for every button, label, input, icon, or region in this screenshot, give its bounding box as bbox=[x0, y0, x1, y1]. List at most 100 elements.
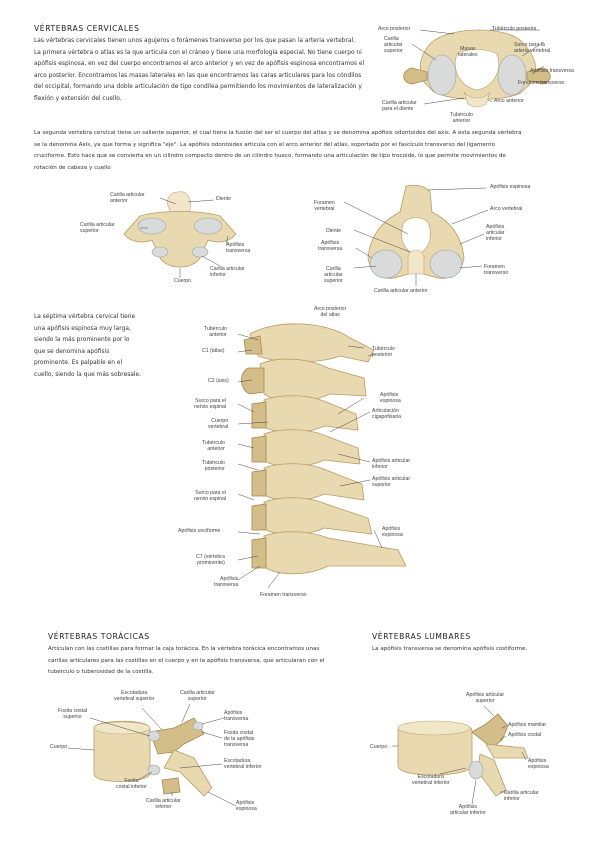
text-line: La apófisis transversa se denomina apófi… bbox=[372, 646, 528, 652]
cervical-paragraph-2: La segunda vertebra cervical tiene un sa… bbox=[34, 128, 579, 174]
text-line: arco posterior. Encontramos las masas la… bbox=[34, 72, 362, 79]
text-line: que se denomina apófisis bbox=[34, 348, 110, 355]
axis-posterior-figure: Apófisis espinosa Foramen vertebral Arco… bbox=[312, 182, 542, 300]
label-apofisis-transversa: Apófisis transversa bbox=[318, 240, 343, 252]
cervical-spine-illustration bbox=[237, 323, 407, 589]
label-carilla-articular-superior: Carilla articular superior bbox=[324, 266, 343, 284]
label-masas-laterales: Masas laterales bbox=[458, 46, 478, 58]
label-escotadura-inferior: Escotadura vertebral inferior bbox=[412, 774, 450, 786]
label-apofisis-mamilar: Apófisis mamilar bbox=[508, 722, 547, 728]
label-fosita-costal-apofisis: Fosita costal de la apófisis transversa bbox=[224, 730, 255, 748]
text-line: carillas articulares para las costillas … bbox=[48, 657, 325, 664]
text-line: una apófisis espinosa muy larga, bbox=[34, 325, 131, 332]
label-apofisis-espinosa: Apófisis espinosa bbox=[380, 392, 401, 404]
label-tuberculo-posterior: Tubérculo posterior bbox=[492, 26, 537, 32]
label-apofisis-espinosa: Apófisis espinosa bbox=[236, 800, 257, 812]
label-apofisis-articular-inferior: Apófisis articular inferior bbox=[450, 804, 486, 816]
label-tuberculo-anterior-2: Tubérculo anterior bbox=[202, 440, 225, 452]
label-apofisis-transversa: Apófisis transversa bbox=[226, 242, 251, 254]
thoracic-paragraph: Articulan con las costillas para formar … bbox=[48, 644, 368, 679]
label-apofisis-articular-inferior: Apófisis articular inferior bbox=[486, 224, 505, 242]
atlas-figure: Arco posterior Tubérculo posterior Caril… bbox=[372, 20, 587, 130]
thoracic-figure: Escotadura vertebral superior Carilla ar… bbox=[50, 688, 284, 816]
text-line: prominente. Es palpable en el bbox=[34, 360, 123, 366]
label-carilla-superior: Carilla articular superior bbox=[80, 222, 115, 234]
label-articulacion-cigapofisaria: Articulación cigapofisaria bbox=[372, 408, 402, 420]
lumbar-paragraph: La apófisis transversa se denomina apófi… bbox=[372, 644, 582, 656]
label-apofisis-espinosa: Apófisis espinosa bbox=[490, 184, 531, 190]
label-tuberculo-anterior: Tubérculo anterior bbox=[450, 112, 473, 124]
thoracic-heading: VÉRTEBRAS TORÁCICAS bbox=[48, 632, 150, 641]
label-carilla-inferior: Carilla articular inferior bbox=[210, 266, 245, 278]
cervical-heading: VÉRTEBRAS CERVICALES bbox=[34, 24, 140, 33]
label-cuerpo: Cuerpo bbox=[174, 278, 192, 284]
label-carilla-diente: Carilla articular para el diente bbox=[382, 100, 417, 112]
axis-anterior-illustration bbox=[123, 191, 237, 278]
label-surco-nervio-1: Surco para el nervio espinal bbox=[194, 398, 227, 410]
text-line: siendo la más prominente por lo bbox=[34, 337, 130, 343]
label-tuberculo-anterior-1: Tubérculo anterior bbox=[204, 326, 227, 338]
label-arco-vertebral: Arco vertebral bbox=[490, 206, 523, 212]
text-line: Las vértebras cervicales tienen unos agu… bbox=[34, 38, 356, 44]
text-line: tubérculo o tuberosidad de la costilla. bbox=[48, 669, 154, 675]
label-diente: Diente bbox=[216, 196, 231, 202]
label-apofisis-espinosa-2: Apófisis espinosa bbox=[382, 526, 403, 538]
label-apofisis-espinosa: Apófisis espinosa bbox=[528, 758, 549, 770]
text-line: Articulan con las costillas para formar … bbox=[48, 646, 320, 652]
lumbar-heading: VÉRTEBRAS LUMBARES bbox=[372, 632, 471, 641]
label-c2: C2 (axis) bbox=[208, 378, 229, 384]
label-fosita-costal-inferior: Fosita costal inferior bbox=[116, 778, 147, 790]
label-escotadura-inferior: Escotadura vertebral inferior bbox=[224, 758, 262, 770]
label-arco-posterior: Arco posterior bbox=[378, 26, 411, 32]
label-cuerpo: Cuerpo bbox=[370, 744, 388, 750]
cervical-spine-figure: Arco posterior del atlas Tubérculo anter… bbox=[168, 304, 448, 604]
label-tuberculo-posterior-1: Tubérculo posterior bbox=[372, 346, 395, 358]
label-c7: C7 (vértebra prominente) bbox=[196, 554, 225, 566]
label-carilla-articular-superior: Carilla articular superior bbox=[384, 36, 403, 54]
text-line: flexión y extensión del cuello. bbox=[34, 95, 122, 102]
label-cuerpo: Cuerpo bbox=[50, 744, 68, 750]
label-diente: Diente bbox=[326, 228, 341, 234]
label-cuerpo-vertebral: Cuerpo vertebral bbox=[208, 418, 229, 430]
text-line: rotación de cabeza y cuello bbox=[34, 164, 111, 171]
label-surco-arteria: Surco para la arteria vertebral bbox=[514, 42, 551, 54]
label-carilla-inferior: Carilla articular inferior bbox=[146, 798, 181, 810]
label-arco-anterior: Arco anterior bbox=[494, 98, 524, 104]
cervical-paragraph-1: Las vértebras cervicales tienen unos agu… bbox=[34, 36, 374, 105]
label-apofisis-articular-superior: Apófisis articular superior bbox=[372, 476, 411, 488]
lumbar-figure: Apófisis articular superior Apófisis mam… bbox=[368, 688, 568, 820]
label-apofisis-unciforme: Apófisis unciforme bbox=[178, 528, 221, 534]
text-line: cuello, siendo la que más sobresale. bbox=[34, 371, 142, 378]
label-carilla-superior: Carilla articular superior bbox=[180, 690, 215, 702]
text-line: se la denomina Axis, ya que forma y sign… bbox=[34, 141, 496, 148]
label-apofisis-transversa: Apófisis transversa bbox=[214, 576, 239, 588]
label-arco-posterior-atlas: Arco posterior del atlas bbox=[314, 306, 347, 318]
axis-posterior-illustration bbox=[343, 184, 489, 286]
text-line: del occipital, formando una doble articu… bbox=[34, 84, 362, 90]
label-carilla-inferior: Carilla articular inferior bbox=[504, 790, 539, 802]
thoracic-illustration bbox=[67, 703, 237, 807]
text-line: apófisis espinosa, en vez del cuerpo enc… bbox=[34, 61, 365, 67]
text-line: cruciforme. Esto hace que se convierta e… bbox=[34, 153, 506, 159]
label-apofisis-articular-inferior: Apófisis articular inferior bbox=[372, 458, 411, 470]
label-carilla-anterior: Carilla articular anterior bbox=[110, 192, 145, 204]
axis-anterior-figure: Carilla articular anterior Diente Carill… bbox=[80, 186, 280, 286]
label-foramen-vertebral: Foramen vertebral bbox=[314, 200, 335, 212]
lumbar-illustration bbox=[392, 705, 529, 805]
text-line: La segunda vertebra cervical tiene un sa… bbox=[34, 130, 522, 136]
label-apofisis-transversa: Apófisis transversa bbox=[224, 710, 249, 722]
label-foramen-transverso: Foramen transverso bbox=[260, 592, 307, 598]
label-apofisis-articular-superior: Apófisis articular superior bbox=[466, 692, 505, 704]
atlas-illustration bbox=[403, 29, 551, 108]
text-line: La séptima vértebra cervical tiene bbox=[34, 314, 136, 320]
label-carilla-articular-anterior: Carilla articular anterior bbox=[374, 288, 428, 294]
label-foramen-transverso: Foramen transverso bbox=[518, 80, 565, 86]
label-escotadura-superior: Escotadura vertebral superior bbox=[114, 690, 155, 702]
c7-paragraph: La séptima vértebra cervical tiene una a… bbox=[34, 312, 164, 381]
label-fosita-costal-superior: Fosita costal superior bbox=[58, 708, 88, 720]
text-line: La primera vértebra o atlas es la que ar… bbox=[34, 49, 362, 56]
label-apofisis-costal: Apófisis costal bbox=[508, 732, 542, 738]
label-tuberculo-posterior-2: Tubérculo posterior bbox=[202, 460, 225, 472]
label-c1: C1 (atlas) bbox=[202, 348, 225, 354]
label-surco-nervio-2: Surco para el nervio espinal bbox=[194, 490, 227, 502]
